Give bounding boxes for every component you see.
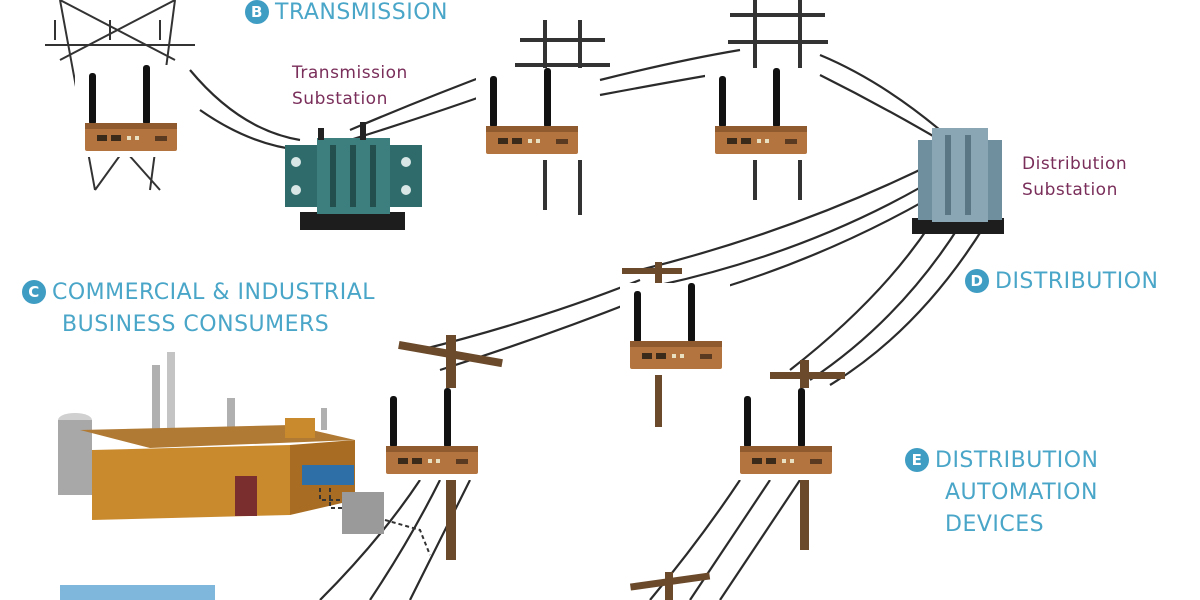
distribution-substation-label-line2: Substation [1022, 180, 1118, 200]
router-icon-4 [620, 283, 730, 375]
section-badge-e: E [905, 448, 929, 472]
router-icon-1 [75, 65, 185, 157]
building-roof [60, 585, 215, 600]
transmission-tower [45, 0, 195, 191]
section-commercial-label-line2: BUSINESS CONSUMERS [62, 312, 330, 337]
section-badge-c: C [22, 280, 46, 304]
distribution-substation-label: Distribution [1022, 154, 1128, 174]
transmission-substation-label: Transmission [292, 63, 408, 83]
distribution-transformer [912, 128, 1004, 234]
section-automation-label-line3: DEVICES [945, 512, 1045, 537]
section-automation-label-line2: AUTOMATION [945, 480, 1098, 505]
router-icon-2 [476, 68, 586, 160]
router-icon-3 [705, 68, 815, 160]
section-badge-d: D [965, 269, 989, 293]
factory [58, 352, 431, 556]
router-icon-6 [730, 388, 840, 480]
transmission-substation-label-line2: Substation [292, 89, 388, 109]
router-icon-5 [376, 388, 486, 480]
transmission-transformer [285, 122, 422, 230]
section-badge-b: B [245, 0, 269, 24]
